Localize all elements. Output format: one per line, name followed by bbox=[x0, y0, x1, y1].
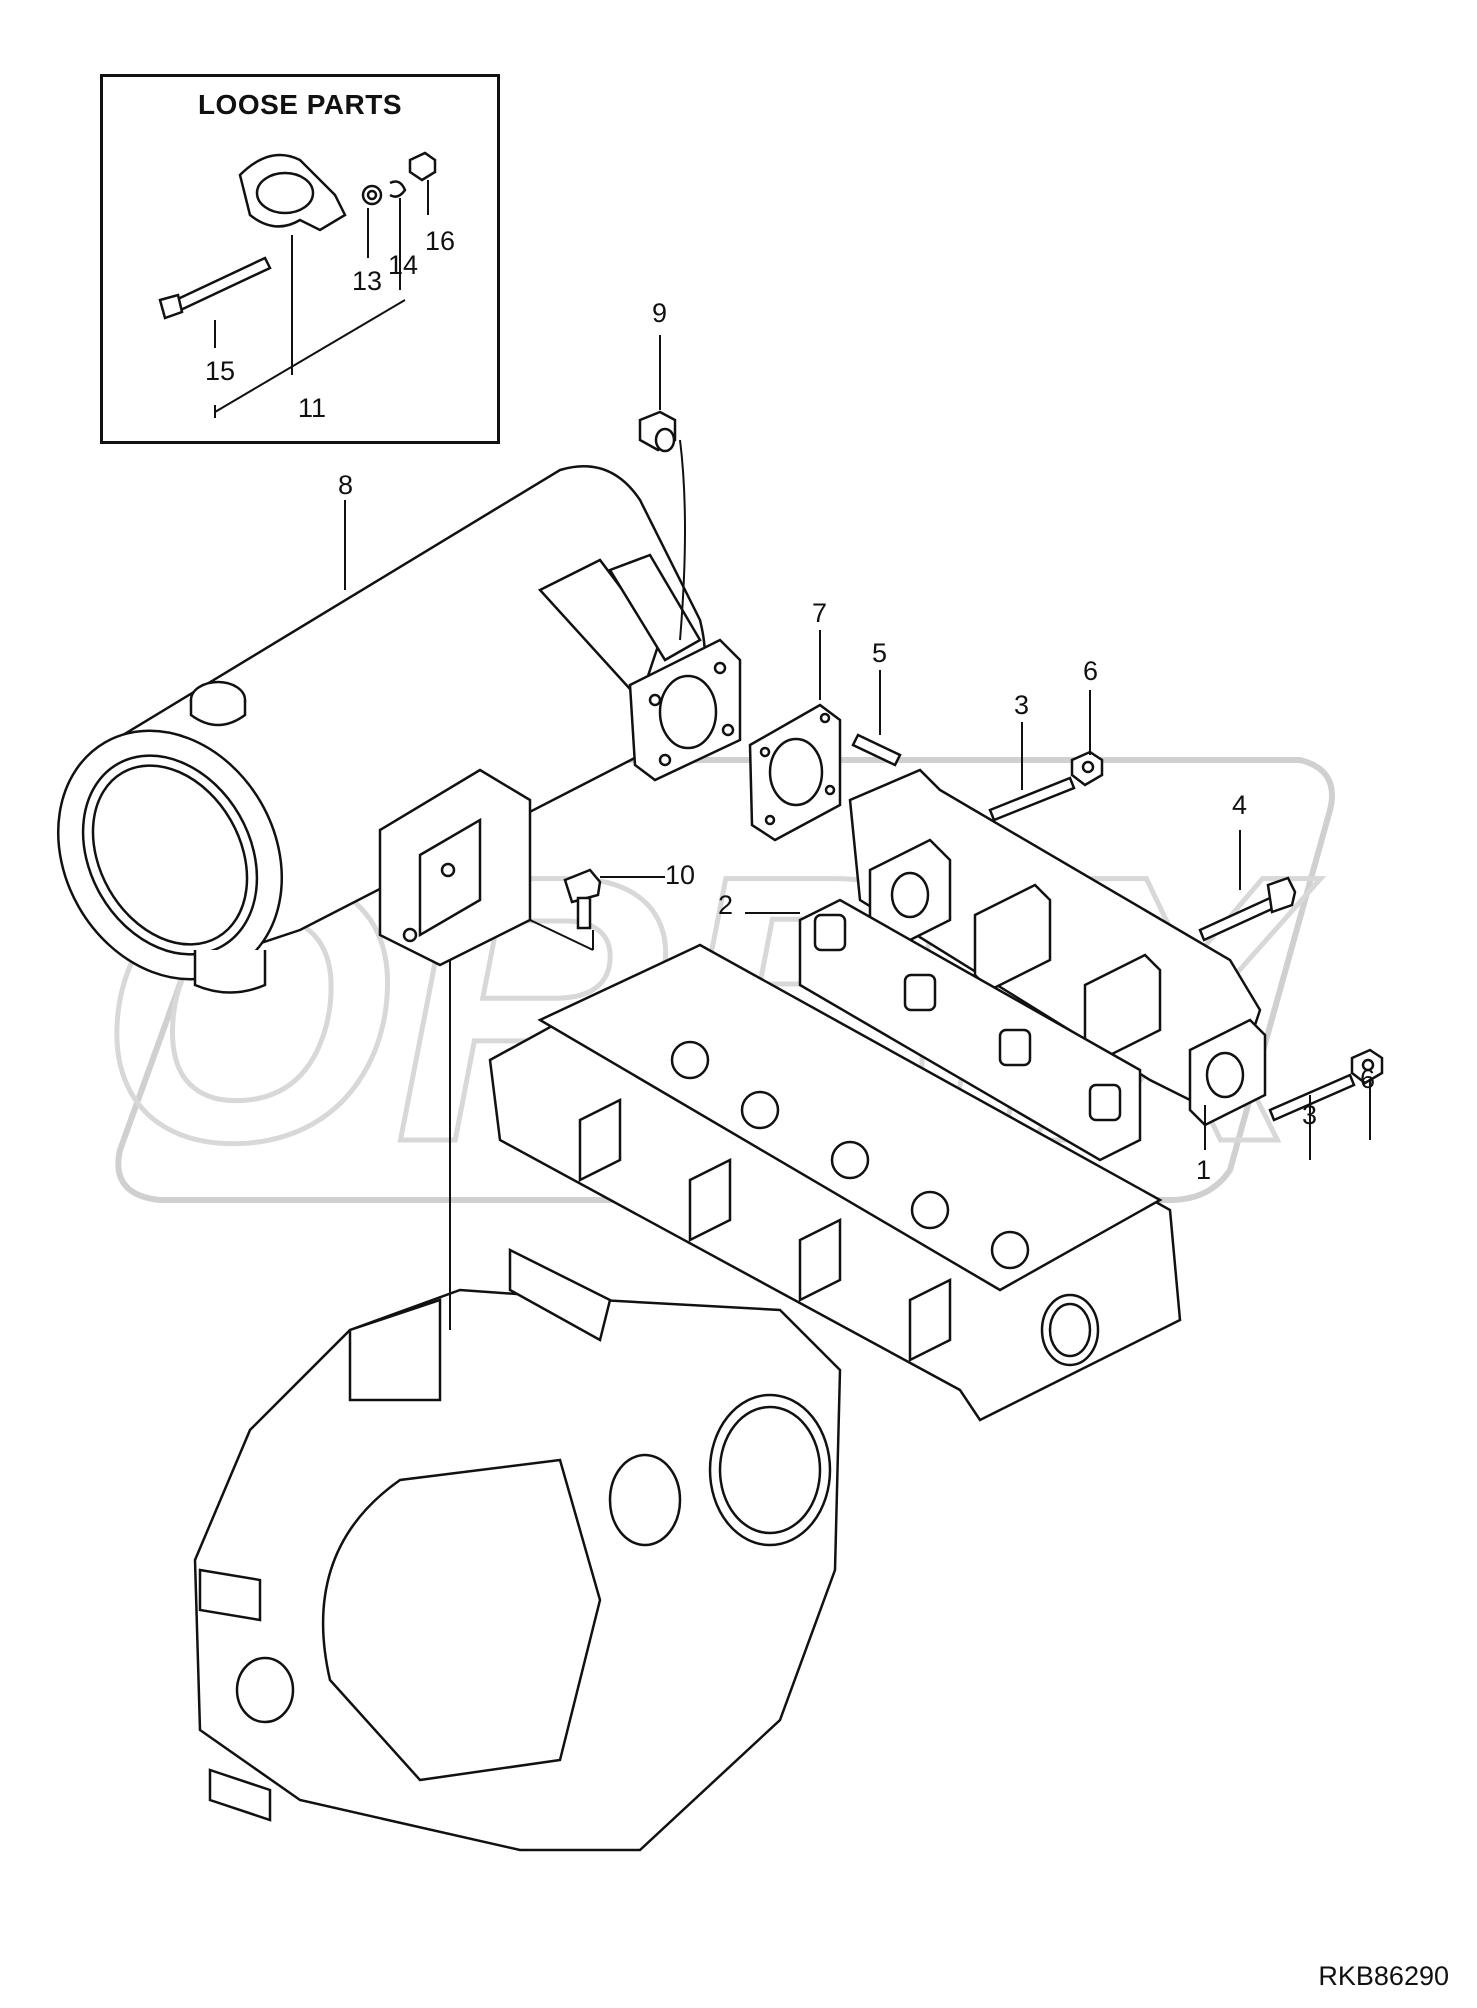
stud-part-5 bbox=[851, 733, 902, 767]
loose-parts-title: LOOSE PARTS bbox=[197, 89, 403, 120]
callout-5: 5 bbox=[872, 638, 888, 668]
flywheel-housing bbox=[193, 1247, 842, 1852]
callout-11: 11 bbox=[298, 393, 327, 423]
loose-parts-drawings bbox=[158, 151, 437, 320]
callout-14: 14 bbox=[388, 250, 419, 280]
callout-3-upper: 3 bbox=[1014, 690, 1030, 720]
loose-parts-box: LOOSE PARTS bbox=[100, 74, 500, 444]
callout-16: 16 bbox=[425, 226, 456, 256]
cylinder-head bbox=[488, 943, 1182, 1422]
callout-3-lower: 3 bbox=[1302, 1100, 1318, 1130]
nut-part-9 bbox=[638, 410, 677, 453]
callout-9: 9 bbox=[652, 298, 668, 328]
bolt-part-10 bbox=[563, 868, 602, 930]
nut-part-6-upper bbox=[1070, 750, 1104, 787]
nut-part-6-lower bbox=[1350, 1048, 1384, 1085]
callout-1: 1 bbox=[1196, 1155, 1212, 1185]
exhaust-manifold-part-1 bbox=[848, 768, 1267, 1127]
loose-parts-leaders bbox=[214, 180, 429, 418]
callout-4: 4 bbox=[1232, 790, 1248, 820]
callout-7: 7 bbox=[812, 598, 828, 628]
bolt-part-4 bbox=[1198, 876, 1297, 942]
gasket-part-7 bbox=[748, 703, 842, 842]
callout-10: 10 bbox=[665, 860, 696, 890]
callout-13: 13 bbox=[352, 266, 383, 296]
leader-lines bbox=[344, 335, 1371, 1330]
bolt-part-3-lower bbox=[1268, 1073, 1356, 1122]
callout-2: 2 bbox=[718, 890, 734, 920]
bolt-part-3-upper bbox=[988, 776, 1076, 822]
callout-6-upper: 6 bbox=[1083, 656, 1099, 686]
callout-15: 15 bbox=[205, 356, 236, 386]
callout-8: 8 bbox=[338, 470, 354, 500]
drawing-code: RKB86290 bbox=[1318, 1961, 1449, 1991]
callout-6-lower: 6 bbox=[1360, 1064, 1376, 1094]
gasket-part-2 bbox=[798, 898, 1142, 1162]
muffler-part-8 bbox=[56, 465, 742, 994]
